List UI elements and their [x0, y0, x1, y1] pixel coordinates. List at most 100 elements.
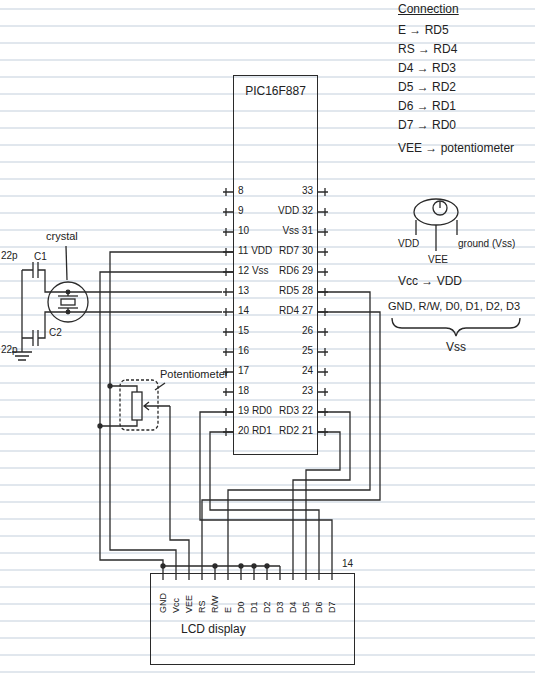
wire	[170, 406, 189, 573]
ruled-line	[0, 179, 535, 180]
junction-dot	[213, 564, 217, 568]
pin-label: RD4 27	[279, 305, 313, 317]
lcd-pin-label: E	[223, 607, 233, 613]
pin-name: VDD	[398, 238, 419, 250]
pin-label: 15	[238, 325, 249, 337]
pin-label: RD6 29	[279, 265, 313, 277]
wire	[22, 270, 33, 352]
pin-label: 25	[302, 345, 313, 357]
lcd-pin-label: D1	[249, 601, 259, 613]
potentiometer-outline	[120, 380, 158, 430]
pin-label: RD2 21	[279, 425, 313, 437]
ruled-line	[0, 553, 535, 554]
pin-stub	[223, 208, 233, 216]
pin-stub	[318, 208, 328, 216]
lcd-pin	[162, 573, 163, 580]
lcd-pin-label: D0	[236, 601, 246, 613]
lcd-pin	[266, 573, 267, 580]
ruled-line	[0, 417, 535, 418]
lcd-pin	[305, 573, 306, 580]
pin-label: 18	[238, 385, 249, 397]
pin-label: 10	[238, 225, 249, 237]
ruled-line	[0, 315, 535, 316]
pin-stub	[223, 348, 233, 356]
pin-stub	[318, 268, 328, 276]
potentiometer-sketch	[414, 199, 458, 251]
wire	[110, 252, 233, 573]
ruled-line	[0, 213, 535, 214]
junction-dot	[252, 564, 256, 568]
lcd-pin-label: GND	[158, 593, 168, 613]
pin-stub	[223, 188, 233, 196]
note-text: VEE → potentiometer	[398, 142, 514, 156]
pin-stub	[318, 248, 328, 256]
note-text: E → RD5	[398, 24, 449, 38]
pin-stub	[223, 288, 233, 296]
pin-name: VEE	[428, 254, 448, 266]
lcd-pin-label: R/W	[210, 596, 220, 614]
potentiometer-knob	[439, 201, 440, 208]
wire	[38, 312, 222, 338]
ruled-line	[0, 162, 535, 163]
pin-label: RD3 22	[279, 405, 313, 417]
lcd-pin-label: RS	[197, 600, 207, 613]
note-text: D6 → RD1	[398, 100, 456, 114]
ruled-lines	[0, 9, 535, 672]
capacitor-plate	[37, 262, 38, 278]
leader-line	[155, 383, 165, 390]
pin-stub	[223, 388, 233, 396]
potentiometer-knob	[433, 201, 447, 215]
ruled-line	[0, 587, 535, 588]
note-text: Vss	[446, 341, 466, 355]
wire	[202, 312, 380, 573]
pin-label: RD7 30	[279, 245, 313, 257]
ruled-line	[0, 60, 535, 61]
heading: Connection	[398, 3, 459, 17]
pin-label: 13	[238, 285, 249, 297]
part-name: C2	[49, 327, 62, 339]
lcd-pin	[292, 573, 293, 580]
ruled-line	[0, 400, 535, 401]
wire	[293, 412, 350, 573]
wire	[210, 432, 319, 573]
ground-bus	[161, 564, 280, 573]
wiper-arrow	[144, 402, 170, 410]
crystal-outline	[48, 282, 88, 322]
wire	[110, 386, 137, 392]
crystal-lead	[67, 292, 68, 312]
pin-label: VDD 32	[278, 205, 313, 217]
capacitor-plate	[37, 330, 38, 346]
potentiometer-body	[414, 199, 458, 225]
wire	[38, 270, 222, 292]
note-text: D5 → RD2	[398, 81, 456, 95]
note-text: GND, R/W, D0, D1, D2, D3	[388, 300, 520, 313]
lcd-pin-label: D4	[288, 601, 298, 613]
pin-label: 11 VDD	[238, 245, 272, 257]
lcd-pin	[318, 573, 319, 580]
node-title: LCD display	[181, 622, 246, 636]
lcd-pin-label: D6	[314, 601, 324, 613]
part-name: C1	[34, 251, 47, 263]
pin-label: 26	[302, 325, 313, 337]
component-value: 22p	[1, 344, 18, 356]
crystal-body	[61, 299, 75, 305]
lcd-pin	[214, 573, 215, 580]
pin-number: 14	[342, 558, 353, 570]
pin-name: ground (Vss)	[458, 238, 515, 250]
ruled-line	[0, 383, 535, 384]
ruled-line	[0, 451, 535, 452]
pin-label: 24	[302, 365, 313, 377]
pin-label: 9	[238, 205, 244, 217]
brace	[392, 318, 520, 336]
ruled-line	[0, 536, 535, 537]
pin-stub	[318, 228, 328, 236]
lcd-pin	[175, 573, 176, 580]
ruled-line	[0, 485, 535, 486]
brace	[392, 318, 520, 336]
lcd-pin-label: VEE	[184, 595, 194, 613]
pin-stub	[318, 368, 328, 376]
pin-label: 14	[238, 305, 249, 317]
ruled-line	[0, 196, 535, 197]
pin-stub	[318, 388, 328, 396]
junction-dot	[66, 290, 70, 294]
